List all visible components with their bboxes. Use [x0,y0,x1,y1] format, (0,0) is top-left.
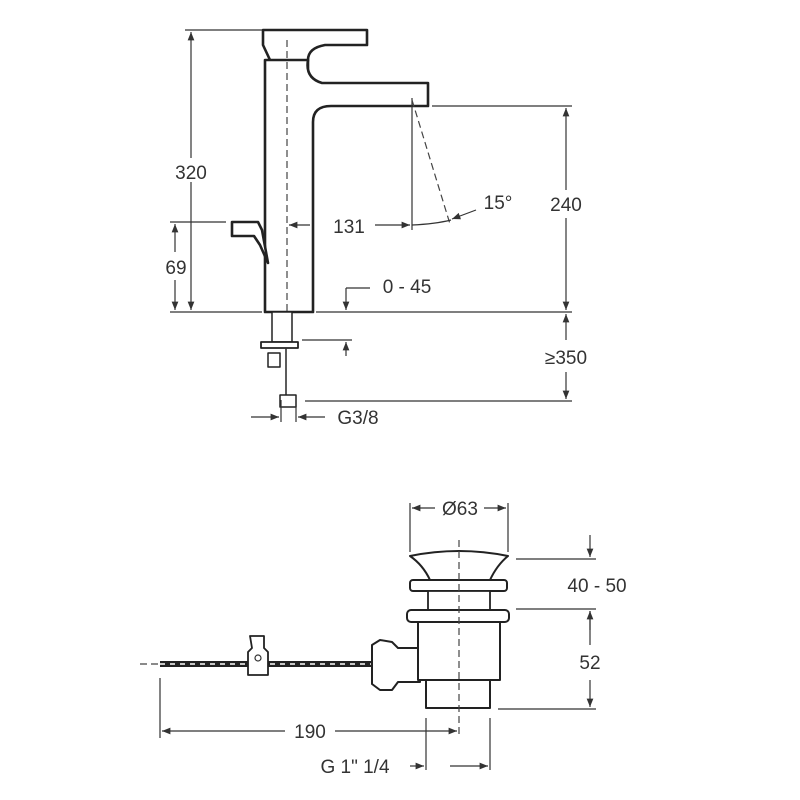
faucet-body-spout [263,58,430,314]
dim-deck-thickness: 0 - 45 [383,277,432,298]
dim-outlet-thread: G 1" 1/4 [320,757,389,778]
waste-drawing: Ø63 40 - 50 52 190 G 1" 1/4 [140,499,627,778]
dim-rod-length: 190 [294,722,326,743]
dim-hose-length: ≥350 [545,348,587,369]
supply-pipes [271,311,293,343]
fixing-nut [267,352,281,368]
dim-spout-height: 240 [550,195,582,216]
dim-clamp-range: 40 - 50 [567,576,626,597]
dim-total-height: 320 [175,163,207,184]
dim-spout-angle: 15° [484,193,513,214]
hose-connector [279,394,297,408]
dim-waste-diameter: Ø63 [442,499,478,520]
waste-tailpiece [425,679,491,709]
waste-side-connector [371,639,421,691]
dim-connection-thread: G3/8 [337,408,378,429]
pop-up-lever [230,220,270,265]
faucet-drawing: 320 69 131 15° 240 0 - 45 ≥350 [165,28,587,429]
dim-spout-reach: 131 [333,217,365,238]
waste-lower-ring [406,609,510,623]
dim-lever-height: 69 [165,258,186,279]
dim-body-height: 52 [579,653,600,674]
fixing-flange [260,341,299,349]
